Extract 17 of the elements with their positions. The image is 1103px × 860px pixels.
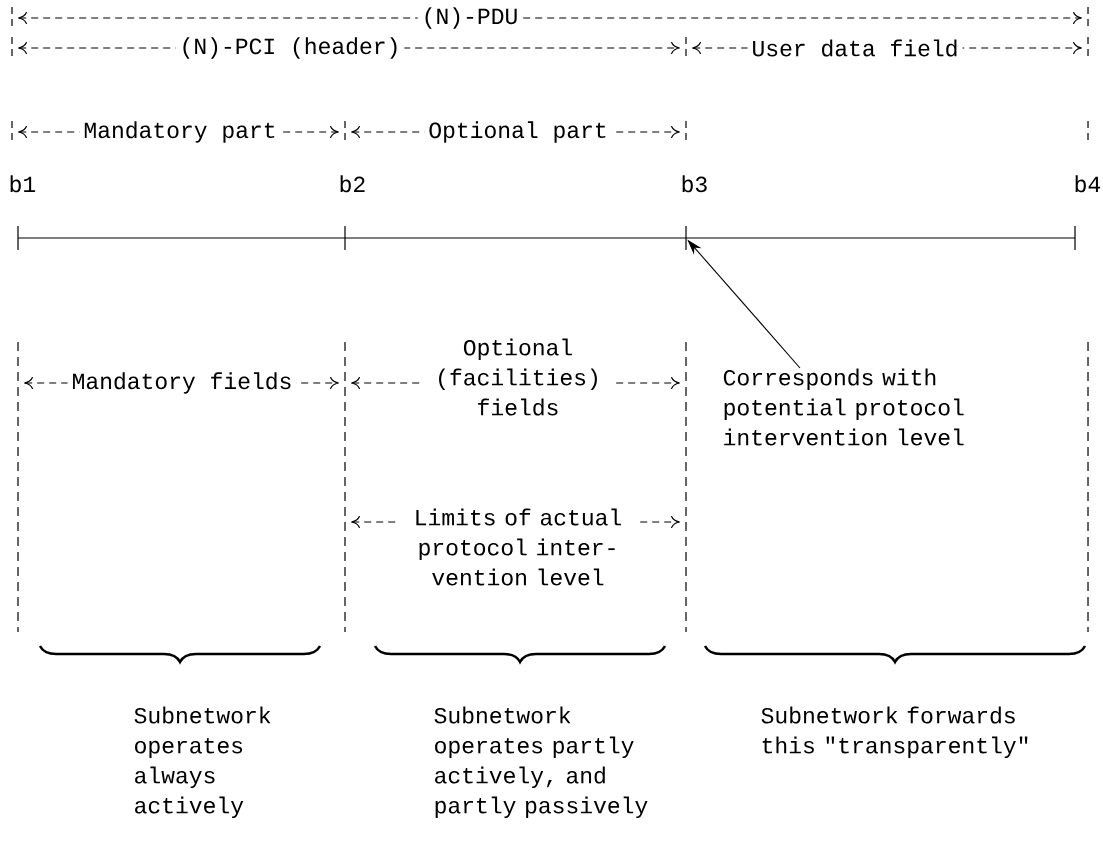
note-text: Subnetwork operates partly actively, and partly passively (434, 706, 648, 819)
boundary-label: b2 (340, 175, 365, 193)
boundary-label: b4 (1075, 175, 1101, 193)
tick-mark (685, 226, 687, 250)
dimension-label: (N)-PDU (417, 6, 523, 30)
dimension-label: Mandatory fields (67, 371, 297, 395)
boundary-label: b1 (10, 175, 36, 193)
dimension-label: User data field (747, 38, 963, 58)
annotation-text: Corresponds with potential protocol intervention level (723, 368, 964, 446)
dimension-label: (N)-PCI (header) (175, 36, 405, 60)
field-label: Limits of actual protocol inter- vention level (396, 506, 640, 588)
boundary-label: b3 (682, 175, 707, 193)
dimension-label: Mandatory part (79, 120, 281, 144)
dimension-label: Optional part (424, 120, 612, 144)
field-label: Optional (facilities) fields (421, 336, 615, 418)
note-text: Subnetwork operates always actively (134, 706, 271, 819)
note-text: Subnetwork forwards this "transparently" (761, 706, 1028, 759)
